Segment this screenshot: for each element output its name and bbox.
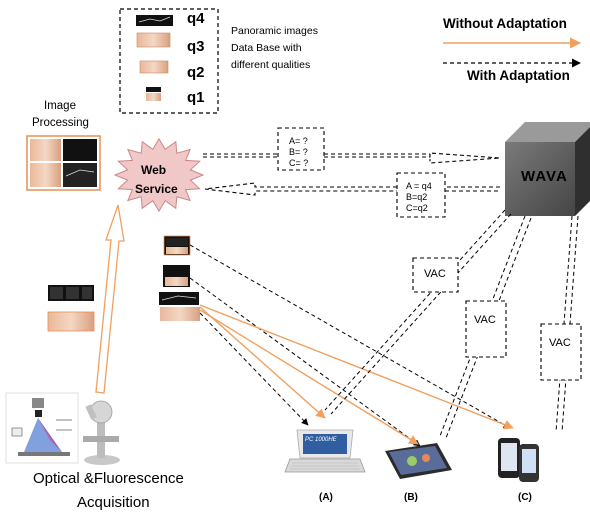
quality-label-q1: q1: [187, 89, 205, 106]
database-box: [119, 8, 219, 114]
db-thumb-q2: [139, 60, 169, 74]
response-arrow: [204, 182, 500, 196]
vac-box-2: [465, 300, 507, 358]
acquisition-upload-arrow: [95, 204, 125, 394]
tablet-device: [385, 443, 452, 479]
microscope-illustration: [83, 400, 120, 465]
web-service-label-2: Service: [135, 182, 178, 196]
quality-label-q3: q3: [187, 38, 205, 55]
sent-thumb-4: [160, 307, 200, 321]
response-box-line-2: B=q2: [406, 192, 428, 202]
request-box-line-3: C= ?: [289, 158, 309, 168]
request-box-line-2: B= ?: [289, 147, 308, 157]
sent-thumb-3: [159, 292, 199, 305]
optical-setup-illustration: [5, 392, 79, 464]
db-thumb-q1: [146, 93, 161, 101]
laptop-screen-text: PC 1000HE: [305, 437, 337, 443]
response-box: [396, 172, 446, 218]
laptop-device: [284, 429, 366, 473]
response-box-line-1: A = q4: [406, 181, 432, 191]
vac-link-b: [439, 215, 532, 439]
db-thumb-q1-dark: [146, 87, 161, 92]
quality-label-q2: q2: [187, 64, 205, 81]
smartphone-device: [498, 438, 539, 482]
vac-link-a: [324, 209, 512, 415]
image-processing-label-2: Processing: [32, 117, 89, 129]
database-caption-1: Panoramic images: [231, 25, 318, 37]
legend-with-label: With Adaptation: [467, 68, 570, 83]
vac-label-2: VAC: [474, 314, 496, 326]
web-service-starburst: [113, 137, 205, 213]
database-caption-2: Data Base with: [231, 42, 302, 54]
wava-label: WAVA: [521, 168, 568, 185]
device-label-b: (B): [404, 492, 418, 503]
image-processing-label-1: Image: [44, 100, 76, 112]
request-box: [277, 127, 325, 171]
response-box-line-3: C=q2: [406, 203, 428, 213]
request-arrow: [203, 152, 501, 164]
db-thumb-q4: [136, 15, 173, 26]
device-label-c: (C): [518, 492, 532, 503]
acquisition-label-1: Optical &Fluorescence: [33, 470, 184, 487]
acquisition-label-2: Acquisition: [77, 494, 150, 511]
wava-cube: [505, 122, 590, 216]
database-caption-3: different qualities: [231, 59, 311, 71]
vac-label-3: VAC: [549, 337, 571, 349]
request-box-line-1: A= ?: [289, 136, 308, 146]
quality-label-q4: q4: [187, 10, 205, 27]
db-thumb-q3: [136, 32, 171, 48]
vac-label-1: VAC: [424, 268, 446, 280]
web-service-label-1: Web: [141, 163, 167, 177]
legend-without-label: Without Adaptation: [443, 16, 567, 31]
device-label-a: (A): [319, 492, 333, 503]
vac-box-3: [540, 323, 582, 381]
vac-box-1: [412, 257, 459, 293]
